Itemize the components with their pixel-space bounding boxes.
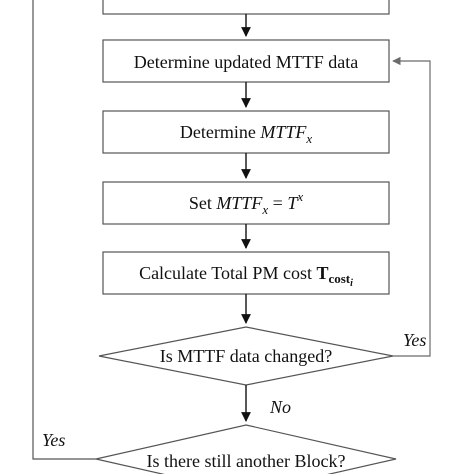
decision-another-block-diamond bbox=[95, 424, 397, 474]
calc-prefix: Calculate Total PM cost bbox=[139, 263, 316, 283]
set-sub: x bbox=[261, 202, 268, 217]
calc-sub: cost bbox=[328, 271, 350, 286]
determine-var: MTTF bbox=[259, 122, 307, 142]
calc-subsub: i bbox=[350, 278, 353, 289]
changed-yes-label: Yes bbox=[403, 330, 426, 350]
decision-changed-label: Is MTTF data changed? bbox=[160, 346, 332, 366]
determine-prefix: Determine bbox=[180, 122, 260, 142]
step-set-mttfx-box bbox=[102, 181, 390, 225]
determine-sub: x bbox=[305, 131, 312, 146]
decision-another-block-label: Is there still another Block? bbox=[147, 451, 346, 471]
loop-another-yes-line bbox=[32, 0, 96, 460]
step-set-mttfx-label: Set MTTFx = Tx bbox=[189, 189, 303, 217]
loop-changed-yes-line bbox=[392, 56, 431, 357]
set-var: MTTF bbox=[215, 193, 263, 213]
step-determine-mttfx-box bbox=[102, 110, 390, 154]
set-sup: x bbox=[296, 189, 303, 204]
step-determine-mttfx-label: Determine MTTFx bbox=[180, 122, 312, 146]
previous-step-box bbox=[102, 0, 390, 15]
set-eq: = bbox=[268, 193, 287, 213]
set-rhs: T bbox=[287, 193, 299, 213]
step-calculate-cost-box bbox=[102, 251, 390, 295]
another-yes-label: Yes bbox=[42, 430, 65, 450]
step-updated-mttf-label: Determine updated MTTF data bbox=[134, 52, 358, 72]
changed-no-label: No bbox=[269, 397, 291, 417]
calc-var: T bbox=[316, 263, 328, 283]
set-prefix: Set bbox=[189, 193, 217, 213]
step-calculate-cost-label: Calculate Total PM cost Tcosti bbox=[139, 263, 353, 289]
